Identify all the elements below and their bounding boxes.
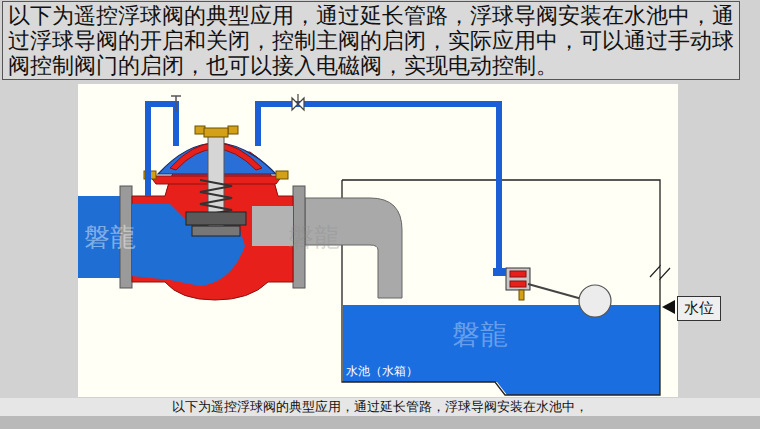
title-banner: 以下为遥控浮球阀的典型应用，通过延长管路，浮球导阀安装在水池中，通过浮球导阀的开…	[2, 1, 740, 80]
float-ball	[579, 285, 611, 317]
float-pilot-valve	[506, 268, 530, 290]
tank-label: 水池（水箱）	[346, 364, 418, 378]
illustration-panel	[78, 84, 678, 397]
needle-valve-symbol	[175, 96, 177, 112]
caption-band	[0, 398, 760, 416]
stem-nut	[204, 128, 228, 137]
pilot-valve-part	[510, 281, 526, 287]
watermark: 磐龍	[288, 222, 340, 253]
valve-outlet-chamber	[252, 206, 293, 246]
valve-seat	[192, 226, 240, 236]
pilot-inlet	[493, 268, 506, 276]
pilot-tube-inlet	[148, 104, 176, 196]
ball-valve-handle	[297, 94, 298, 104]
pilot-valve-part	[510, 271, 526, 277]
bolt	[276, 171, 288, 179]
bottom-strip	[0, 416, 760, 429]
pilot-pivot	[519, 290, 524, 300]
level-box: 水位	[677, 296, 721, 321]
bolt	[228, 126, 238, 134]
level-pointer	[662, 300, 675, 314]
needle-valve-handle	[171, 95, 181, 97]
pilot-tube-outlet	[258, 104, 499, 268]
float-arm	[528, 284, 582, 299]
valve-disc	[186, 212, 246, 225]
watermark: 磐龍	[452, 318, 508, 352]
watermark: 磐龍	[84, 222, 136, 253]
break-mark	[650, 266, 670, 279]
valve-water	[132, 204, 245, 286]
node-text: 水位	[684, 299, 714, 318]
valve-spring	[200, 180, 232, 216]
caption: 以下为遥控浮球阀的典型应用，通过延长管路，浮球导阀安装在水池中，	[0, 399, 760, 415]
